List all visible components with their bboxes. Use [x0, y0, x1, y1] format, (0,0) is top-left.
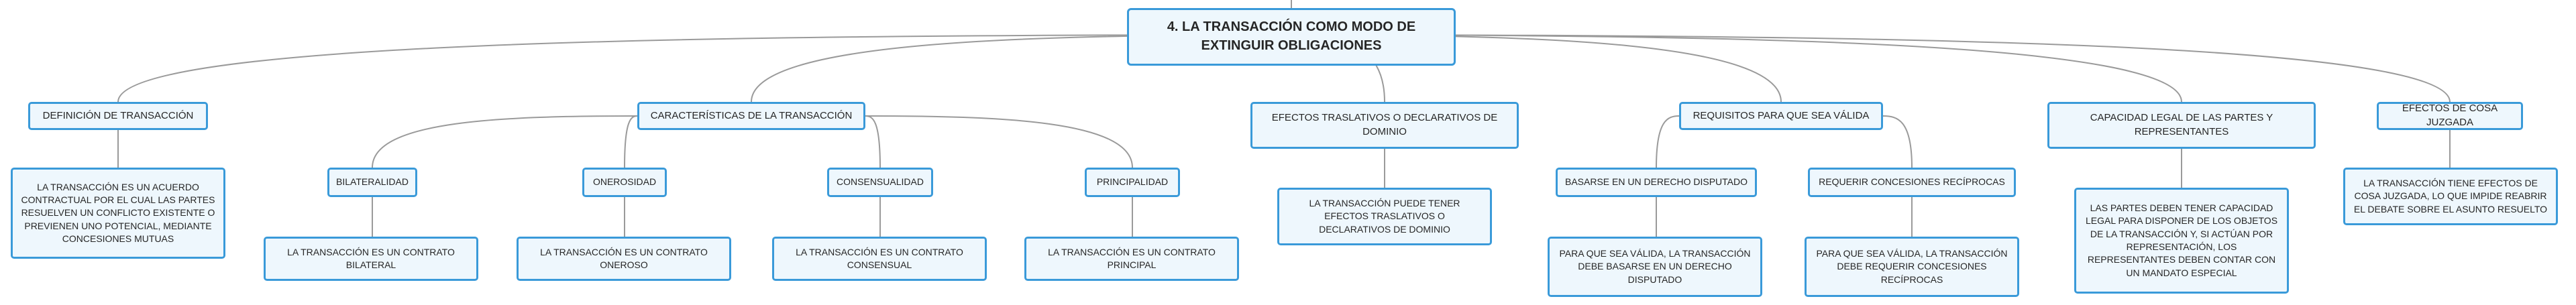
caracteristicas-link-3 [865, 115, 1133, 168]
requisitos-link-0 [1656, 115, 1680, 168]
sub-onerosidad[interactable]: ONEROSIDAD [582, 168, 667, 197]
topic-definicion[interactable]: DEFINICIÓN DE TRANSACCIÓN [28, 102, 208, 130]
topic-cosa-juzgada[interactable]: EFECTOS DE COSA JUZGADA [2377, 102, 2523, 130]
root-topic[interactable]: 4. LA TRANSACCIÓN COMO MODO DE EXTINGUIR… [1127, 8, 1456, 66]
sub-bilateralidad[interactable]: BILATERALIDAD [327, 168, 417, 197]
sub-consensualidad[interactable]: CONSENSUALIDAD [827, 168, 933, 197]
detail-concesiones-reciprocas[interactable]: PARA QUE SEA VÁLIDA, LA TRANSACCIÓN DEBE… [1805, 237, 2019, 297]
detail-efectos-traslativos[interactable]: LA TRANSACCIÓN PUEDE TENER EFECTOS TRASL… [1277, 188, 1492, 245]
detail-cosa-juzgada[interactable]: LA TRANSACCIÓN TIENE EFECTOS DE COSA JUZ… [2343, 168, 2558, 225]
detail-capacidad-legal[interactable]: LAS PARTES DEBEN TENER CAPACIDAD LEGAL P… [2074, 188, 2289, 294]
caracteristicas-link-0 [372, 115, 638, 168]
detail-onerosidad[interactable]: LA TRANSACCIÓN ES UN CONTRATO ONEROSO [517, 237, 731, 281]
detail-principalidad[interactable]: LA TRANSACCIÓN ES UN CONTRATO PRINCIPAL [1024, 237, 1239, 281]
caracteristicas-link-2 [865, 115, 881, 168]
topic-requisitos[interactable]: REQUISITOS PARA QUE SEA VÁLIDA [1679, 102, 1883, 130]
requisitos-link-1 [1882, 115, 1913, 168]
sub-derecho-disputado[interactable]: BASARSE EN UN DERECHO DISPUTADO [1556, 168, 1757, 197]
detail-consensualidad[interactable]: LA TRANSACCIÓN ES UN CONTRATO CONSENSUAL [772, 237, 987, 281]
detail-definicion[interactable]: LA TRANSACCIÓN ES UN ACUERDO CONTRACTUAL… [11, 168, 225, 259]
detail-derecho-disputado[interactable]: PARA QUE SEA VÁLIDA, LA TRANSACCIÓN DEBE… [1548, 237, 1762, 297]
detail-bilateralidad[interactable]: LA TRANSACCIÓN ES UN CONTRATO BILATERAL [264, 237, 478, 281]
sub-principalidad[interactable]: PRINCIPALIDAD [1085, 168, 1180, 197]
caracteristicas-link-1 [624, 115, 638, 168]
sub-concesiones-reciprocas[interactable]: REQUERIR CONCESIONES RECÍPROCAS [1808, 168, 2016, 197]
topic-efectos-traslativos[interactable]: EFECTOS TRASLATIVOS O DECLARATIVOS DE DO… [1250, 102, 1519, 149]
root-link-0 [117, 34, 1292, 103]
topic-capacidad-legal[interactable]: CAPACIDAD LEGAL DE LAS PARTES Y REPRESEN… [2047, 102, 2316, 149]
topic-caracteristicas[interactable]: CARACTERÍSTICAS DE LA TRANSACCIÓN [637, 102, 865, 130]
root-link-5 [1291, 34, 2451, 103]
